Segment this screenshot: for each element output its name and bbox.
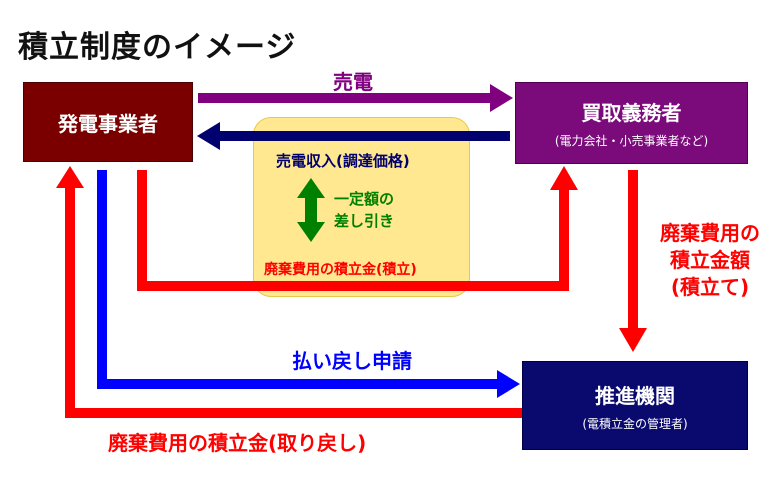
sale-arrow bbox=[198, 84, 513, 112]
refund-request-label: 払い戻し申請 bbox=[292, 349, 412, 373]
buyer-label: 買取義務者 bbox=[581, 101, 682, 125]
producer-label: 発電事業者 bbox=[58, 111, 158, 136]
deduction-label: 一定額の 差し引き bbox=[334, 190, 395, 230]
page-title: 積立制度のイメージ bbox=[18, 30, 297, 65]
reserve-amount-arrow bbox=[619, 170, 647, 352]
revenue-label: 売電収入(調達価格) bbox=[276, 152, 410, 170]
agency-node: 推進機関 (電積立金の管理者) bbox=[522, 361, 748, 450]
agency-label: 推進機関 bbox=[595, 383, 675, 408]
reserve-label: 廃棄費用の積立金(積立) bbox=[264, 262, 417, 278]
deduction-arrow bbox=[297, 178, 325, 242]
revenue-arrow bbox=[197, 122, 510, 150]
sale-label: 売電 bbox=[333, 70, 373, 94]
reserve-amount-label: 廃棄費用の 積立金額 (積立て) bbox=[660, 221, 760, 299]
producer-node: 発電事業者 bbox=[23, 82, 193, 162]
refund-label: 廃棄費用の積立金(取り戻し) bbox=[108, 431, 367, 455]
refund-request-arrow bbox=[97, 170, 520, 398]
deduction-panel bbox=[253, 117, 470, 297]
refund-arrow bbox=[56, 166, 522, 418]
buyer-sublabel: (電力会社・小売事業者など) bbox=[554, 134, 709, 148]
agency-sublabel: (電積立金の管理者) bbox=[582, 416, 688, 431]
buyer-node: 買取義務者 (電力会社・小売事業者など) bbox=[515, 82, 748, 164]
reserve-arrow bbox=[137, 166, 578, 291]
